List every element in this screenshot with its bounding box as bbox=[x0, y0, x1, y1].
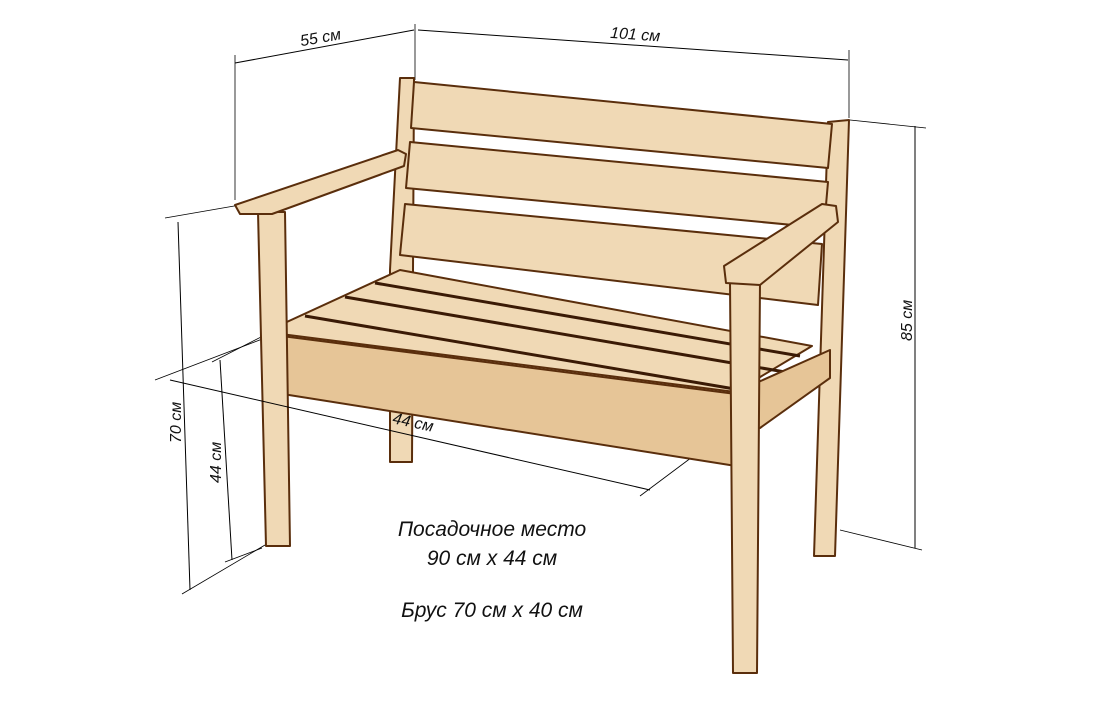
armrest-height-label: 70 см bbox=[168, 402, 185, 443]
right-armrest bbox=[723, 203, 839, 286]
depth-label: 55 см bbox=[299, 26, 343, 50]
extension-lines bbox=[154, 24, 927, 595]
dimension-lines bbox=[169, 29, 916, 591]
front-right-leg bbox=[729, 281, 761, 674]
left-armrest bbox=[234, 149, 407, 215]
back-slat-bottom bbox=[399, 203, 823, 306]
height-label: 85 см bbox=[899, 300, 916, 341]
rear-right-leg bbox=[813, 119, 850, 557]
width-label: 101 см bbox=[610, 25, 661, 45]
seat-height-label: 44 см bbox=[208, 442, 225, 483]
seat-size: 90 см х 44 см bbox=[426, 547, 558, 570]
beam-size: Брус 70 см х 40 см bbox=[401, 599, 583, 622]
back-slat-top bbox=[410, 81, 833, 169]
seat-title: Посадочное место bbox=[397, 518, 587, 541]
front-left-leg bbox=[257, 211, 291, 547]
